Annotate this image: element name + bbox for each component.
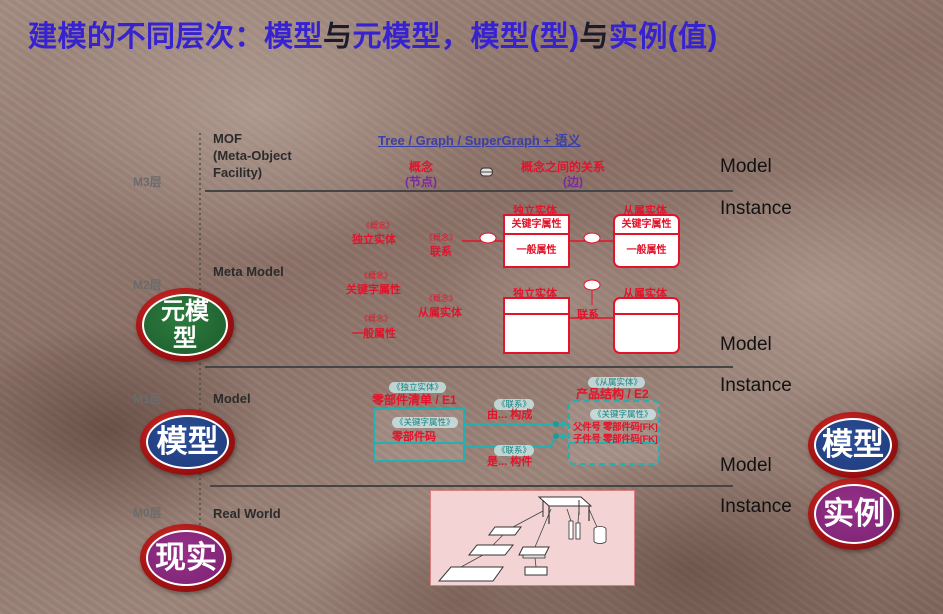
- mof-node-label: 概念: [409, 160, 434, 174]
- meta-entity-divider: [505, 299, 568, 315]
- concept-stereotype: 《概念》: [360, 314, 392, 323]
- mof-node-note: (节点): [405, 175, 437, 189]
- rel2-name: 是... 构件: [487, 456, 533, 468]
- concept-independent-entity: 独立实体: [352, 234, 396, 246]
- concept-stereotype: 《概念》: [362, 221, 394, 230]
- arrowhead-icon: [561, 420, 568, 428]
- badge-face: 模型: [146, 415, 229, 469]
- stereotype-tag: 《联系》: [494, 445, 535, 456]
- badge-label: 实例: [823, 495, 885, 532]
- badge-label: 模型: [156, 423, 219, 460]
- meta-model-badge: 元模型: [136, 288, 234, 362]
- meta-relationship-label: 联系: [577, 309, 599, 321]
- arrowhead-icon: [561, 432, 568, 440]
- e2-name: 产品结构 / E2: [576, 387, 649, 401]
- concept-stereotype: 《概念》: [360, 271, 392, 280]
- entity-key-section: 《关键字属性》 父件号 零部件码[FK] 子件号 零部件码[FK]: [570, 402, 658, 445]
- concept-relationship: 联系: [430, 246, 452, 258]
- meta-general-attribute-row: 一般属性: [626, 245, 667, 256]
- e1-key-attribute: 零部件码: [392, 431, 436, 443]
- relationship-marker-icon: [583, 232, 601, 244]
- boundary-label-instance: Instance: [720, 198, 792, 219]
- layer-code-m2: M2层: [133, 278, 162, 292]
- mof-heading: Tree / Graph / SuperGraph + 语义: [378, 133, 581, 148]
- concept-stereotype: 《概念》: [425, 294, 457, 303]
- badge-face: 现实: [146, 530, 226, 586]
- meta-entity-box-dependent-plain: [613, 297, 680, 354]
- relationship-marker-icon: [583, 279, 601, 291]
- badge-face: 实例: [814, 484, 894, 544]
- layer-name-line: MOF: [213, 131, 242, 146]
- e2-key-attribute: 父件号 零部件码[FK]: [573, 422, 658, 433]
- meta-key-attribute-row: 关键字属性: [615, 216, 678, 235]
- entity-key-section: 《关键字属性》 零部件码: [375, 410, 463, 444]
- rel1-name: 由... 构成: [487, 409, 533, 421]
- badge-face: 模型: [814, 418, 892, 472]
- badge-label: 模型: [822, 426, 884, 463]
- layer-name-m2: Meta Model: [213, 264, 284, 279]
- mof-edge-label: 概念之间的关系: [521, 160, 606, 174]
- stereotype-tag: 《独立实体》: [389, 382, 447, 393]
- key-stereotype-tag: 《关键字属性》: [590, 409, 656, 420]
- layer-name-m1: Model: [213, 391, 251, 406]
- entity-box-e1: 《关键字属性》 零部件码: [373, 408, 465, 462]
- entity-box-e2: 《关键字属性》 父件号 零部件码[FK] 子件号 零部件码[FK]: [568, 400, 660, 465]
- meta-general-attribute-row: 一般属性: [516, 245, 557, 256]
- e2-key-attribute: 子件号 零部件码[FK]: [573, 434, 658, 445]
- connector-icon: [479, 167, 494, 177]
- boundary-label-instance: Instance: [720, 375, 792, 396]
- e1-name: 零部件清单 / E1: [372, 393, 457, 407]
- product-assembly-illustration: [437, 496, 607, 582]
- boundary-label-model: Model: [720, 455, 772, 476]
- layer-name-line: Facility): [213, 165, 263, 180]
- instance-badge: 实例: [808, 478, 900, 550]
- title-connector: 与: [579, 21, 609, 53]
- concept-key-attribute: 关键字属性: [346, 284, 401, 296]
- model-badge-right: 模型: [808, 412, 898, 478]
- meta-entity-box-independent-plain: [503, 297, 570, 354]
- badge-face: 元模型: [142, 294, 228, 356]
- meta-entity-box-independent: 关键字属性 一般属性: [503, 214, 570, 268]
- boundary-label-model: Model: [720, 156, 772, 177]
- key-stereotype-wrap: 《关键字属性》: [573, 404, 658, 422]
- rel1-stereotype: 《联系》: [494, 394, 535, 412]
- boundary-label-model: Model: [720, 334, 772, 355]
- boundary-label-instance: Instance: [720, 496, 792, 517]
- layer-name-line: (Meta-Object: [213, 148, 292, 163]
- stereotype-tag: 《联系》: [494, 399, 535, 410]
- concept-general-attribute: 一般属性: [352, 328, 396, 340]
- badge-label: 现实: [155, 539, 217, 576]
- meta-entity-box-dependent: 关键字属性 一般属性: [613, 214, 680, 268]
- real-world-photo: [430, 490, 635, 586]
- title-part: 元模型，模型(型): [352, 21, 580, 53]
- relationship-endpoint-dot: [553, 433, 559, 439]
- mof-edge-note: (边): [563, 175, 583, 189]
- layer-name-m3: MOF (Meta-Object Facility): [213, 130, 292, 181]
- title-part: 实例(值): [608, 21, 718, 53]
- rel2-stereotype: 《联系》: [494, 440, 535, 458]
- model-badge-left: 模型: [140, 409, 235, 475]
- layer-code-m0: M0层: [133, 506, 162, 520]
- stereotype-tag: 《从属实体》: [588, 377, 646, 388]
- e1-stereotype: 《独立实体》: [389, 377, 447, 395]
- layer-code-m1: M1层: [133, 392, 162, 406]
- slide-title: 建模的不同层次：模型与元模型，模型(型)与实例(值): [28, 13, 718, 55]
- title-connector: 与: [323, 21, 353, 53]
- relationship-endpoint-dot: [553, 421, 559, 427]
- badge-label: 元模型: [160, 296, 209, 352]
- relationship-marker-icon: [479, 232, 497, 244]
- concept-dependent-entity: 从属实体: [418, 307, 462, 319]
- key-stereotype-tag: 《关键字属性》: [392, 417, 458, 428]
- layer-name-m0: Real World: [213, 506, 281, 521]
- concept-stereotype: 《概念》: [425, 233, 457, 242]
- meta-entity-divider: [615, 299, 678, 315]
- e2-stereotype: 《从属实体》: [588, 372, 646, 390]
- meta-key-attribute-row: 关键字属性: [505, 216, 568, 235]
- layer-code-m3: M3层: [133, 175, 162, 189]
- title-part: 建模的不同层次：模型: [28, 21, 324, 53]
- reality-badge: 现实: [140, 524, 232, 592]
